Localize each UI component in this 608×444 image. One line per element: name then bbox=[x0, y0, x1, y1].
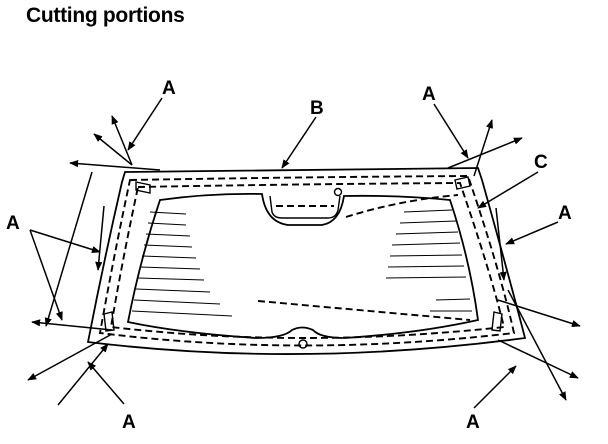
clip-top-right bbox=[454, 176, 471, 190]
callout-a-bottom-left: A bbox=[122, 412, 136, 433]
brake-light-recess bbox=[269, 195, 341, 219]
callout-a-right: A bbox=[558, 203, 572, 224]
defroster-grid-left bbox=[131, 211, 233, 317]
callout-a-top-left: A bbox=[162, 78, 176, 99]
cutting-line-b bbox=[98, 175, 516, 347]
wiper-pivot-top bbox=[333, 187, 343, 197]
cutting-line-c-upper bbox=[345, 194, 459, 218]
callout-c: C bbox=[534, 152, 548, 173]
callout-a-bottom-right: A bbox=[466, 412, 480, 433]
callout-a-top-right: A bbox=[422, 84, 436, 105]
wiper-pivot-bottom bbox=[298, 339, 308, 349]
page-title: Cutting portions bbox=[26, 4, 185, 27]
defroster-grid-right bbox=[385, 209, 472, 312]
glass-outer-edge bbox=[86, 167, 527, 355]
glass-inner-edge bbox=[126, 192, 480, 339]
callout-b: B bbox=[310, 98, 324, 119]
callout-a-left: A bbox=[6, 213, 20, 234]
cutting-line-c-lower bbox=[257, 300, 471, 321]
callout-arrows bbox=[27, 97, 581, 409]
clip-bottom-left bbox=[103, 311, 115, 332]
clip-bottom-right bbox=[491, 311, 503, 332]
cutting-line-b-inner bbox=[109, 182, 506, 339]
clip-top-left bbox=[135, 181, 151, 194]
